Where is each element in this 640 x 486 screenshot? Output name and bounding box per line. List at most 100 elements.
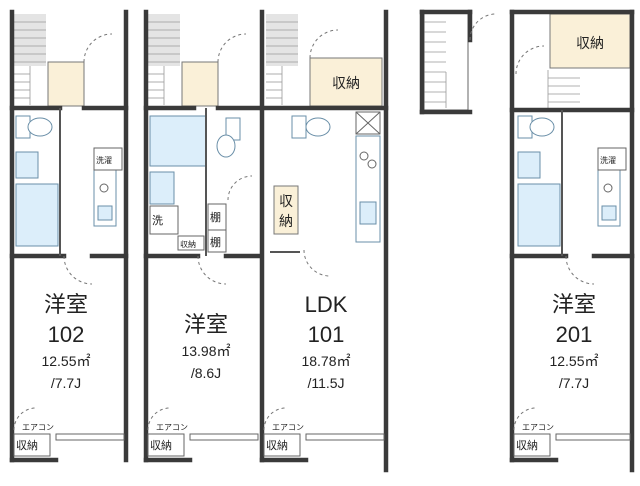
unit-middle-room: 洋室 xyxy=(184,312,228,337)
washroom xyxy=(149,205,179,235)
toilet-tank xyxy=(291,115,307,139)
closet-hall-label-1: 収 xyxy=(279,193,293,209)
unit-middle: 洗 棚 棚 収納 エアコン 収納 洋室 13.98㎡ /8.6J xyxy=(143,9,263,463)
room-door-swing xyxy=(63,255,93,285)
storage-label: 収納 xyxy=(332,75,360,91)
unit-201-walls xyxy=(509,9,635,473)
balcony-window xyxy=(555,433,631,441)
unit-102-number: 102 xyxy=(48,322,85,347)
closet-door-swing xyxy=(13,407,37,431)
closet-label: 収納 xyxy=(16,439,38,452)
closet-door-swing xyxy=(263,407,287,431)
stairs xyxy=(547,70,580,108)
storage xyxy=(549,13,631,69)
unit-201-area: 12.55㎡ xyxy=(549,353,598,369)
fridge-space xyxy=(355,111,381,135)
shelf-1-label: 棚 xyxy=(210,210,221,224)
unit-102: 洗濯 エアコン 収納 洋室 102 12.55㎡ /7.7J xyxy=(9,9,129,463)
unit-201-tatami: /7.7J xyxy=(559,375,589,391)
bathtub-icon xyxy=(15,183,59,247)
toilet-icon xyxy=(529,117,555,137)
washer-label: 洗濯 xyxy=(600,155,616,165)
stove-burner-icon xyxy=(367,159,377,169)
room-door-swing xyxy=(197,255,227,285)
unit-102-area: 12.55㎡ xyxy=(41,353,90,369)
aircon-label: エアコン xyxy=(22,423,54,432)
kitchen-counter xyxy=(355,135,381,243)
unit-201-number: 201 xyxy=(556,322,593,347)
toilet-icon xyxy=(216,134,236,158)
closet-label: 収納 xyxy=(266,439,288,452)
entry-door-swing xyxy=(515,45,545,75)
stairwell xyxy=(266,14,298,66)
toilet-icon xyxy=(305,117,331,137)
upper-stair-block xyxy=(419,9,497,115)
entrance-storage xyxy=(47,61,85,107)
ldk-door-swing xyxy=(303,249,331,277)
stairwell xyxy=(14,14,46,66)
stair-door-swing xyxy=(469,13,497,41)
entry-door-swing xyxy=(83,33,113,63)
closet-hall-label-2: 納 xyxy=(279,213,293,229)
entrance-storage xyxy=(181,61,219,107)
unit-102-room: 洋室 xyxy=(44,292,88,317)
stairs xyxy=(424,21,447,108)
stairwell xyxy=(148,14,180,66)
small-storage xyxy=(177,235,205,251)
washbasin-icon xyxy=(149,171,175,205)
toilet-icon xyxy=(27,117,53,137)
unit-101-room: LDK xyxy=(305,292,348,317)
small-storage-label: 収納 xyxy=(180,239,196,249)
balcony-window xyxy=(189,433,259,441)
unit-201-room: 洋室 xyxy=(552,292,596,317)
washer-label: 洗濯 xyxy=(96,155,112,165)
aircon-label: エアコン xyxy=(272,423,304,432)
kitchen-sink-icon xyxy=(97,205,113,221)
closet-door-swing xyxy=(513,407,537,431)
closet xyxy=(13,433,51,457)
aircon-label: エアコン xyxy=(156,423,188,432)
storage-label: 収納 xyxy=(576,35,604,51)
room-door-swing xyxy=(565,255,595,285)
stairs xyxy=(14,21,46,105)
unit-middle-area: 13.98㎡ xyxy=(181,343,230,359)
closet-hall xyxy=(273,185,299,235)
unit-middle-tatami: /8.6J xyxy=(191,365,221,381)
unit-101-walls xyxy=(259,9,389,473)
stove-burner-icon xyxy=(603,183,613,193)
unit-102-walls xyxy=(9,9,129,463)
kitchen-sink-icon xyxy=(601,205,617,221)
bathtub-icon xyxy=(517,183,561,247)
washbasin-icon xyxy=(517,151,541,179)
entry-door-swing xyxy=(309,29,339,59)
closet xyxy=(263,433,301,457)
unit-102-tatami: /7.7J xyxy=(51,375,81,391)
shelf-2 xyxy=(207,229,227,253)
closet xyxy=(513,433,551,457)
aircon-label: エアコン xyxy=(522,423,554,432)
entry-door-swing xyxy=(217,33,247,63)
unit-101-number: 101 xyxy=(308,322,345,347)
balcony-window xyxy=(55,433,125,441)
bathtub-icon xyxy=(149,115,207,167)
unit-201: 収納 洗濯 エアコン 収納 洋室 xyxy=(509,9,635,473)
closet-label: 収納 xyxy=(150,439,172,452)
washroom-label: 洗 xyxy=(152,214,163,227)
washer-space xyxy=(597,147,627,171)
stove-burner-icon xyxy=(359,151,369,161)
unit-101-tatami: /11.5J xyxy=(307,375,344,391)
unit-101: 収納 収 納 エアコン 収納 LDK 101 18.78㎡ /11.5J xyxy=(259,9,389,473)
closet-label: 収納 xyxy=(516,439,538,452)
stairs xyxy=(148,21,180,105)
kitchen-sink-icon xyxy=(359,201,377,225)
bath-door-swing xyxy=(227,175,253,201)
washbasin-icon xyxy=(15,151,39,179)
balcony-window xyxy=(305,433,385,441)
stairs xyxy=(266,21,298,105)
storage xyxy=(309,57,383,107)
shelf-2-label: 棚 xyxy=(210,235,221,249)
unit-middle-walls xyxy=(143,9,263,463)
closet xyxy=(147,433,185,457)
